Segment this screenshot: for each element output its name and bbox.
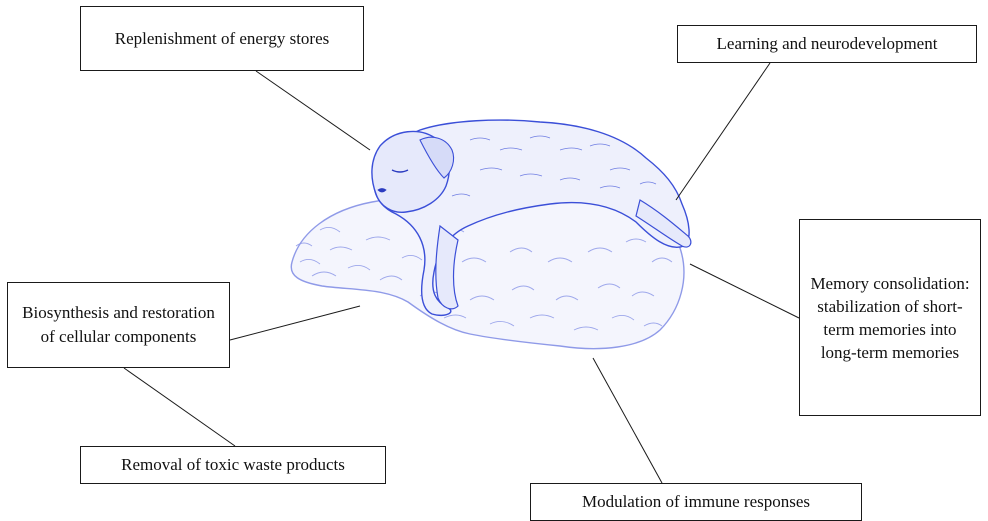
- label-biosynthesis-restoration: Biosynthesis and restoration of cellular…: [7, 282, 230, 368]
- label-immune-modulation: Modulation of immune responses: [530, 483, 862, 521]
- connector-learning: [676, 63, 770, 200]
- connector-energy: [256, 71, 370, 150]
- label-text: Learning and neurodevelopment: [717, 32, 938, 56]
- label-memory-consolidation: Memory consolidation: stabilization of s…: [799, 219, 981, 416]
- connector-removal: [124, 368, 235, 446]
- connector-memory: [690, 264, 799, 318]
- connector-immune: [593, 358, 662, 483]
- puppy-nose: [378, 189, 386, 193]
- label-replenishment-energy: Replenishment of energy stores: [80, 6, 364, 71]
- sleeping-puppy-illustration: [291, 120, 691, 349]
- label-text: Memory consolidation: stabilization of s…: [808, 272, 972, 364]
- label-text: Biosynthesis and restoration of cellular…: [16, 301, 221, 349]
- label-text: Removal of toxic waste products: [121, 453, 345, 477]
- label-text: Replenishment of energy stores: [115, 27, 330, 51]
- connector-biosynthesis: [230, 306, 360, 340]
- label-learning-neurodevelopment: Learning and neurodevelopment: [677, 25, 977, 63]
- label-text: Modulation of immune responses: [582, 490, 810, 514]
- label-removal-toxic-waste: Removal of toxic waste products: [80, 446, 386, 484]
